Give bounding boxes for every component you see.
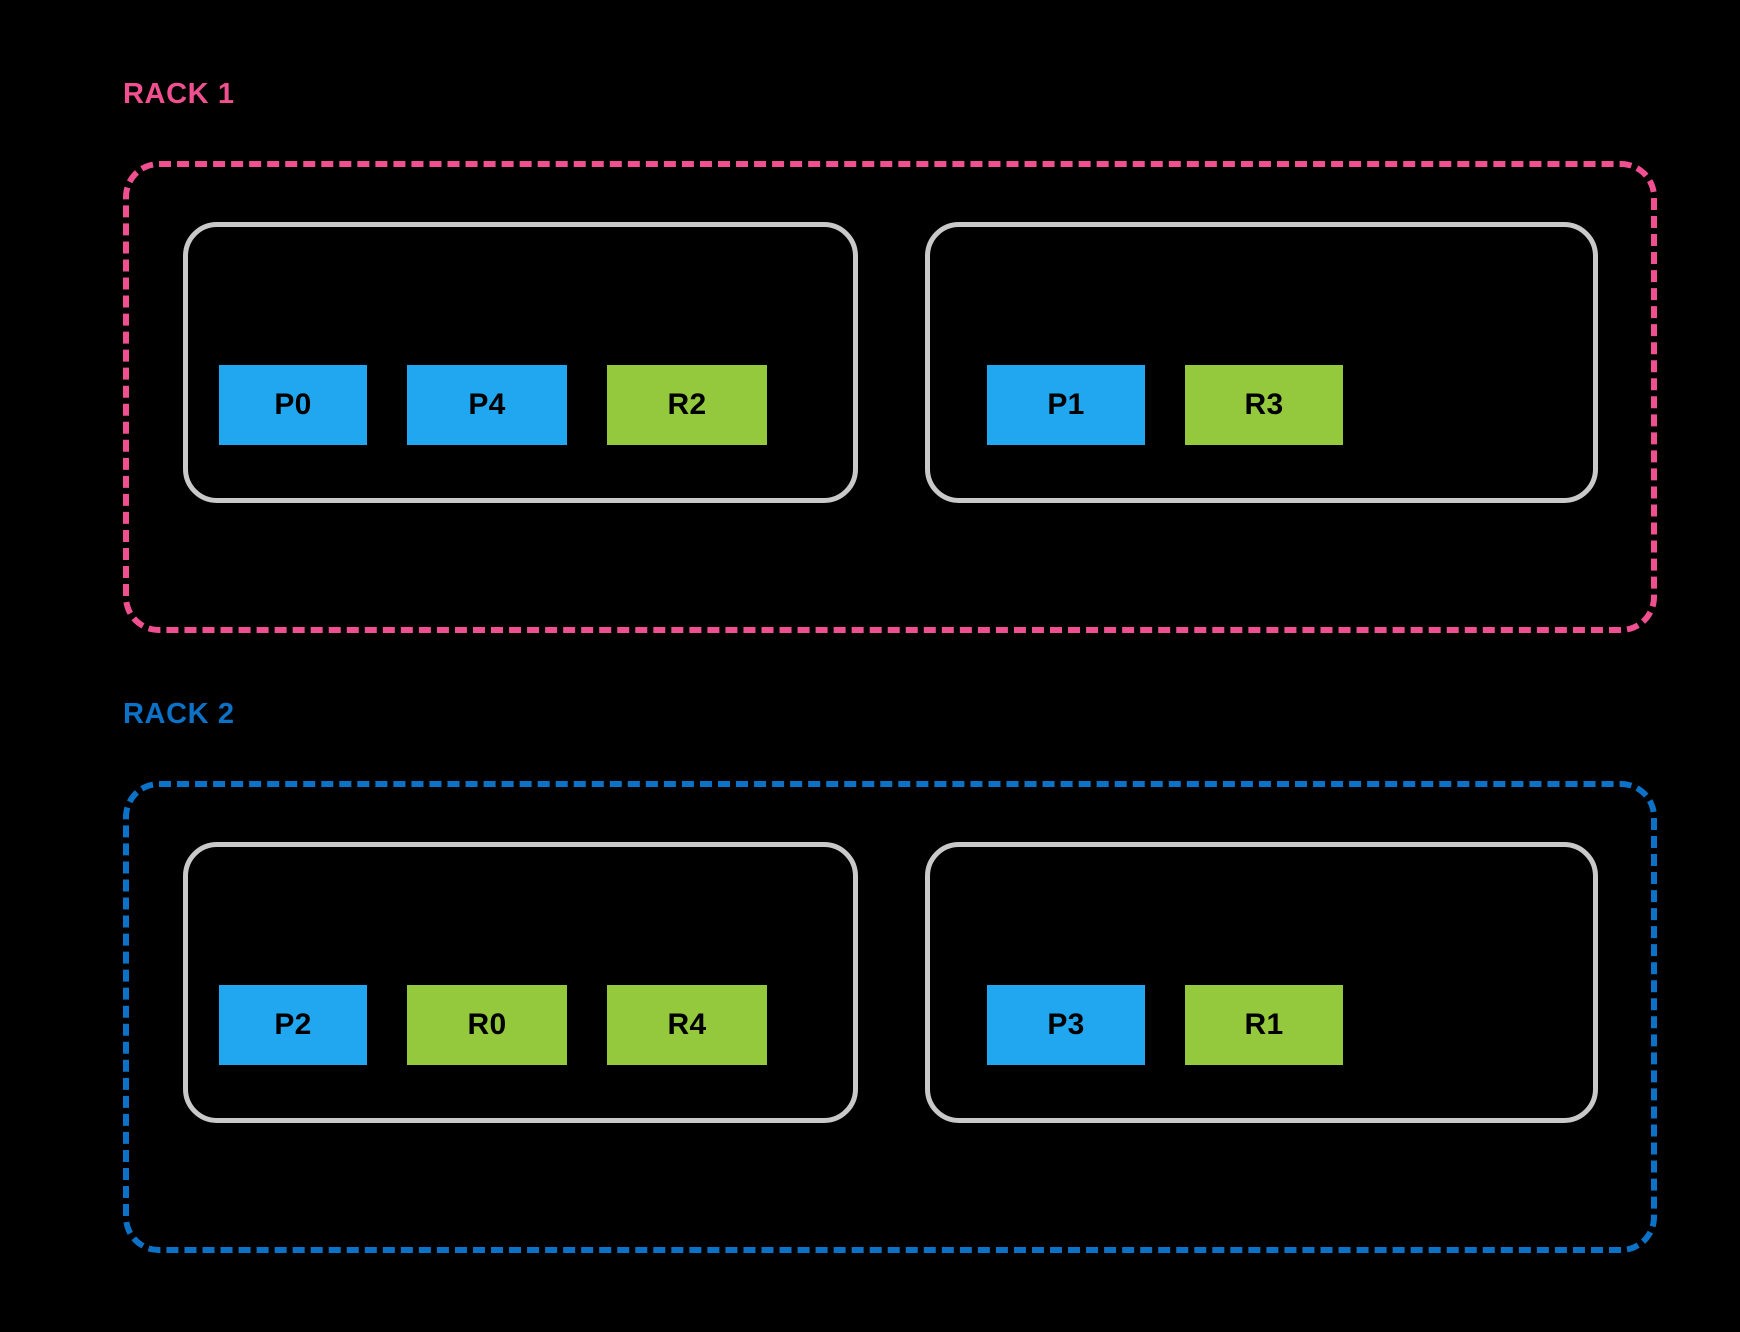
node-box-rack1-node2 xyxy=(925,222,1598,503)
chip-r3[interactable]: R3 xyxy=(1185,365,1343,445)
rack-group-2: RACK 2 P2 R0 R4 P3 R1 xyxy=(0,620,1740,1280)
chip-row-rack2-node1: P2 R0 R4 xyxy=(219,985,767,1065)
chip-p4[interactable]: P4 xyxy=(407,365,567,445)
chip-row-rack2-node2: P3 R1 xyxy=(987,985,1343,1065)
rack-label-1: RACK 1 xyxy=(123,78,235,110)
rack-boundary-1 xyxy=(123,161,1657,633)
node-box-rack1-node1 xyxy=(183,222,858,503)
node-box-rack2-node2 xyxy=(925,842,1598,1123)
chip-p2[interactable]: P2 xyxy=(219,985,367,1065)
chip-r0[interactable]: R0 xyxy=(407,985,567,1065)
rack-boundary-2 xyxy=(123,781,1657,1253)
node-box-rack2-node1 xyxy=(183,842,858,1123)
chip-r1[interactable]: R1 xyxy=(1185,985,1343,1065)
chip-row-rack1-node2: P1 R3 xyxy=(987,365,1343,445)
chip-p0[interactable]: P0 xyxy=(219,365,367,445)
chip-r4[interactable]: R4 xyxy=(607,985,767,1065)
rack-label-2: RACK 2 xyxy=(123,698,235,730)
chip-row-rack1-node1: P0 P4 R2 xyxy=(219,365,767,445)
chip-p3[interactable]: P3 xyxy=(987,985,1145,1065)
chip-r2[interactable]: R2 xyxy=(607,365,767,445)
rack-group-1: RACK 1 P0 P4 R2 P1 R3 xyxy=(0,0,1740,660)
chip-p1[interactable]: P1 xyxy=(987,365,1145,445)
